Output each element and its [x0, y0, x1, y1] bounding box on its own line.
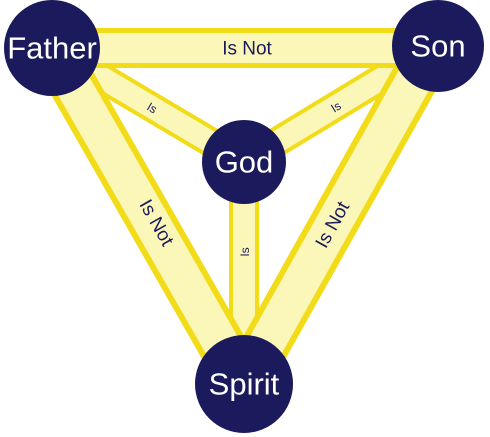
node-spirit: Spirit — [195, 335, 293, 433]
node-label-son: Son — [410, 29, 465, 64]
node-son: Son — [392, 0, 484, 92]
node-label-father: Father — [7, 31, 97, 66]
edge-label-spirit-god: Is — [238, 247, 252, 256]
edge-label-father-son: Is Not — [222, 39, 272, 60]
node-god: God — [202, 120, 286, 204]
node-label-god: God — [215, 145, 274, 180]
band-son-spirit — [223, 36, 453, 396]
node-label-spirit: Spirit — [209, 367, 280, 402]
band-father-spirit — [31, 36, 265, 396]
node-father: Father — [4, 0, 100, 96]
